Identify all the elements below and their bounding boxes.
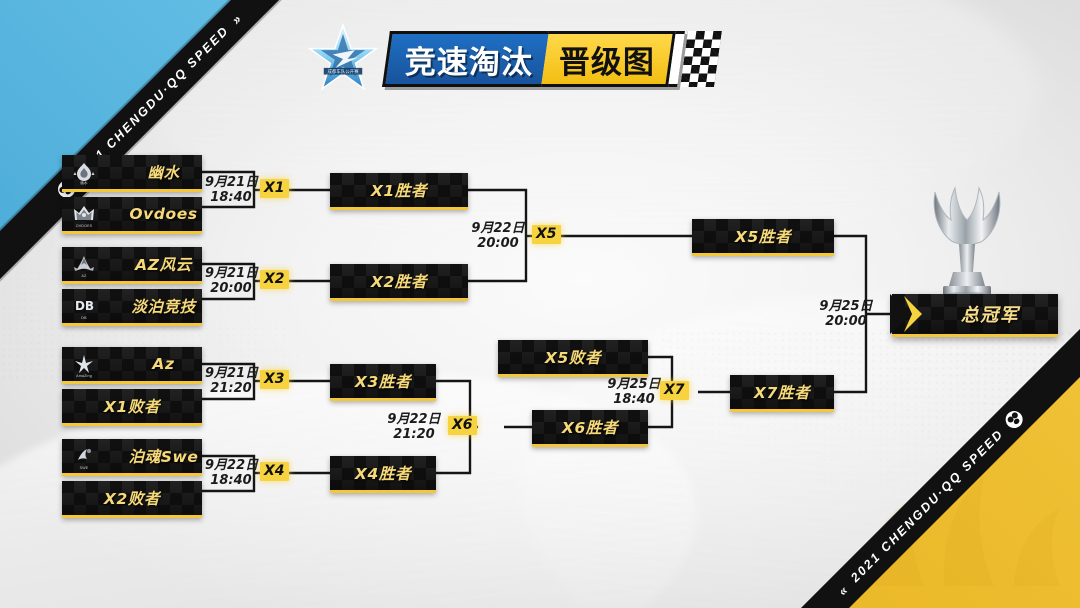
match-time: 18:40 xyxy=(613,392,655,407)
team-name: Ovdoes xyxy=(129,205,198,223)
round3-plate-x5-loser[interactable]: X5败者 xyxy=(498,340,648,377)
amazing-star-logo-icon: AmaZing xyxy=(69,351,99,378)
team-name: AZ风云 xyxy=(135,256,192,274)
round4-plate-x7-winner[interactable]: X7胜者 xyxy=(730,375,834,412)
page-title: 成都车队公开赛 竞速淘汰 晋级图 xyxy=(306,22,722,96)
swe-crest-logo-icon: SWE xyxy=(69,443,99,470)
team-plate-6[interactable]: X1败者 xyxy=(62,389,202,426)
match-tag-x3[interactable]: X3 xyxy=(260,370,289,389)
team-name: X3胜者 xyxy=(354,373,412,391)
match-tag-x1[interactable]: X1 xyxy=(260,179,289,198)
match-date: 9月25日 xyxy=(607,377,661,392)
db-crest-logo-icon: DB DB xyxy=(69,293,99,321)
team-plate-8[interactable]: X2败者 xyxy=(62,481,202,518)
match-info-x2: 9月21日 20:00 xyxy=(205,266,259,296)
team-plate-4[interactable]: DB DB 淡泊竞技 xyxy=(62,289,202,326)
match-date: 9月21日 xyxy=(205,175,259,190)
match-info-x5: 9月22日 20:00 xyxy=(470,221,526,251)
logo-caption: OVDOES xyxy=(75,224,93,228)
team-name: X7胜者 xyxy=(753,384,811,402)
match-date: 9月21日 xyxy=(205,266,259,281)
match-info-x1: 9月21日 18:40 xyxy=(205,175,259,205)
team-name: 淡泊竞技 xyxy=(131,298,196,316)
team-name: X5胜者 xyxy=(734,228,792,246)
match-date: 9月22日 xyxy=(205,458,259,473)
match-info-final: 9月25日 20:00 xyxy=(818,299,874,329)
round3-plate-x6-winner[interactable]: X6胜者 xyxy=(532,410,648,447)
logo-caption: AZ xyxy=(81,274,87,278)
team-plate-5[interactable]: AmaZing Az xyxy=(62,347,202,384)
team-name: 幽水 xyxy=(147,164,180,182)
round2-plate-x3-winner[interactable]: X3胜者 xyxy=(330,364,436,401)
svg-text:成都车队公开赛: 成都车队公开赛 xyxy=(327,68,359,75)
team-plate-7[interactable]: SWE 泊魂Swe xyxy=(62,439,202,476)
flame-crest-logo-icon: 幽水 xyxy=(69,159,99,185)
match-time: 20:00 xyxy=(210,281,252,296)
corner-decoration-bottom-right: « 2021 CHENGDU·QQ SPEED xyxy=(780,308,1080,608)
team-name: X2败者 xyxy=(103,490,161,508)
team-plate-1[interactable]: 幽水 幽水 xyxy=(62,155,202,192)
logo-caption: SWE xyxy=(79,466,89,470)
team-plate-2[interactable]: OVDOES Ovdoes xyxy=(62,197,202,234)
match-info-x6: 9月22日 21:20 xyxy=(386,412,442,442)
team-name: 泊魂Swe xyxy=(128,448,199,466)
team-name: X4胜者 xyxy=(354,465,412,483)
tournament-star-emblem-icon: 成都车队公开赛 xyxy=(307,22,379,91)
match-info-x3: 9月21日 21:20 xyxy=(205,366,259,396)
team-name: X5败者 xyxy=(544,349,602,367)
svg-text:DB: DB xyxy=(74,299,93,313)
team-name: Az xyxy=(152,355,175,373)
match-time: 21:20 xyxy=(210,381,252,396)
team-name: X1胜者 xyxy=(370,182,428,200)
round2-plate-x2-winner[interactable]: X2胜者 xyxy=(330,264,468,301)
champion-label: 总冠军 xyxy=(960,305,1020,326)
team-name: X1败者 xyxy=(103,398,161,416)
team-plate-3[interactable]: AZ AZ风云 xyxy=(62,247,202,284)
logo-caption: DB xyxy=(81,316,87,320)
trophy-icon xyxy=(933,186,1001,300)
team-name: X2胜者 xyxy=(370,273,428,291)
match-info-x7: 9月25日 18:40 xyxy=(606,377,662,407)
match-date: 9月21日 xyxy=(205,366,259,381)
match-date: 9月25日 xyxy=(819,299,873,314)
logo-caption: 幽水 xyxy=(80,181,88,185)
round2-plate-x4-winner[interactable]: X4胜者 xyxy=(330,456,436,493)
match-date: 9月22日 xyxy=(471,221,525,236)
champion-plate[interactable]: 总冠军 xyxy=(890,294,1058,337)
match-time: 20:00 xyxy=(477,236,519,251)
match-info-x4: 9月22日 18:40 xyxy=(205,458,259,488)
match-time: 20:00 xyxy=(825,314,867,329)
match-date: 9月22日 xyxy=(387,412,441,427)
match-time: 18:40 xyxy=(210,190,252,205)
round2-plate-x1-winner[interactable]: X1胜者 xyxy=(330,173,468,210)
match-time: 18:40 xyxy=(210,473,252,488)
chevron-arrow-icon xyxy=(890,294,922,334)
round3-plate-x5-winner[interactable]: X5胜者 xyxy=(692,219,834,256)
crown-crest-logo-icon: OVDOES xyxy=(69,201,99,228)
match-tag-x4[interactable]: X4 xyxy=(260,462,289,481)
match-tag-x2[interactable]: X2 xyxy=(260,270,289,289)
match-tag-x6[interactable]: X6 xyxy=(448,416,477,435)
match-tag-x7[interactable]: X7 xyxy=(660,381,689,400)
logo-caption: AmaZing xyxy=(76,374,92,378)
match-tag-x5[interactable]: X5 xyxy=(532,225,561,244)
team-name: X6胜者 xyxy=(561,419,619,437)
az-crest-logo-icon: AZ xyxy=(69,251,99,278)
match-time: 21:20 xyxy=(393,427,435,442)
